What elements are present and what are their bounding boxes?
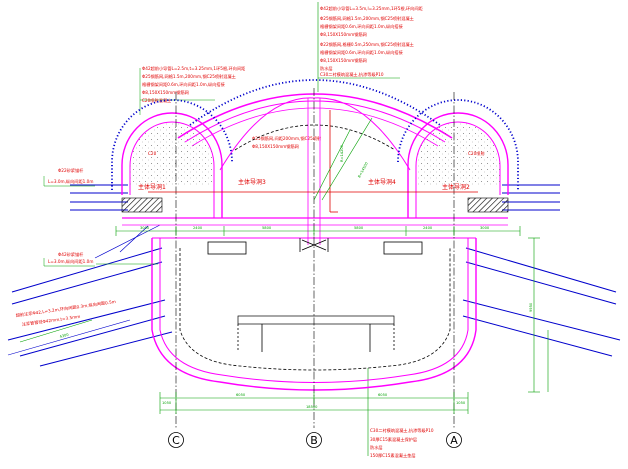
inner-structure [179,124,451,371]
pilot-2-label: 主体导洞2 [442,183,470,191]
note-left-bolts: 超前注浆Φ42,L=3.2m,环向间距0.3m,纵向间距0.5m 注浆管管径Φ4… [15,298,116,328]
note-line: C20喷射混凝土 [142,97,171,104]
dim-value: 9950 [529,302,533,312]
note-line: Φ25钢筋网,网格1.5m,200mm,钢C25喷射混凝土 [142,73,236,80]
axis-label-c: C [172,434,180,447]
note-line: Φ22砂浆锚杆 [58,167,84,174]
dimension-values: 3000 2400 5800 5800 2400 3000 6050 6050 … [59,226,533,409]
c20-fill: C20 C20喷射 [130,122,500,185]
note-line: 防水层 [320,65,333,72]
dim-value: 6050 [236,393,246,397]
note-line: Φ8,150X150mm钢筋网 [142,89,189,96]
dim-value: 3000 [480,226,490,230]
note-line: Φ22钢筋网,格栅0.5m,250mm,钢C25喷射混凝土 [320,41,414,48]
pilot-4-label: 主体导洞4 [368,178,396,186]
note-line: Φ25钢筋网,网格1.5m,200mm,钢C25喷射混凝土 [320,15,414,22]
note-line: Φ42砂浆锚杆 [58,251,84,258]
axis-label-a: A [450,434,458,447]
note-line: 格栅钢架间距0.6m,环向间距1.0m,纵向搭接 [320,49,404,56]
note-left-upper: Φ22砂浆锚杆 L=3.0m,纵向间距1.0m [43,167,95,187]
c20-label: C20 [148,151,157,156]
dim-value: 6050 [378,393,388,397]
dim-value: 4300 [59,332,70,339]
note-line: 150厚C15素混凝土垫层 [370,452,416,459]
note-top-left: Φ42超前小导管L=2.5m,t=3.25mm,1环5根,环向间距 Φ25钢筋网… [139,65,245,115]
note-line: Φ8,150X150mm钢筋网 [320,57,367,64]
note-line: 格栅钢架间距0.6m,环向间距1.0m,纵向搭接 [142,81,226,88]
note-line: C30二衬模筑混凝土,抗渗等级P10 [320,71,384,78]
note-line: Φ8,150X150mm钢筋网 [320,31,367,38]
axis-bubbles: C B A [168,432,462,448]
dim-value: 5800 [354,226,364,230]
dim-value: 2400 [193,226,203,230]
dim-value: 2400 [423,226,433,230]
radius-label: R=14500 [357,161,369,178]
note-line: L=3.0m,纵向间距1.0m [48,258,93,265]
note-line: 防水层 [370,444,383,451]
note-line: C30二衬模筑混凝土,抗渗等级P10 [370,427,434,434]
rock-bolts [7,184,621,367]
c20-label-right: C20喷射 [468,150,485,157]
note-left-lower: Φ42砂浆锚杆 L=3.0m,纵向间距1.0m [43,251,95,267]
note-line: Φ8,150X150mm钢筋网 [252,143,299,150]
dim-value: 1050 [456,401,466,405]
grout-zone [111,79,519,190]
note-line: 30厚C15素混凝土保护层 [370,436,417,443]
dim-value: 18500 [306,405,318,409]
dim-value: 5800 [262,226,272,230]
axis-lines [175,88,455,428]
note-top-right: Φ42超前小导管L=3.5m,l=3.25mm,1环5根,环向间距 Φ25钢筋网… [317,2,423,92]
note-bottom-center: C30二衬模筑混凝土,抗渗等级P10 30厚C15素混凝土保护层 防水层 150… [367,368,434,459]
note-line: Φ25钢筋网,间距200mm,钢C25喷射 [252,135,321,142]
pilot-tunnel-annotations: 主体导洞1 主体导洞3 主体导洞4 主体导洞2 [138,110,478,213]
note-line: L=3.0m,纵向间距1.0m [48,178,93,185]
note-middle: Φ25钢筋网,间距200mm,钢C25喷射 Φ8,150X150mm钢筋网 [252,135,321,150]
note-line: Φ42超前小导管L=3.5m,l=3.25mm,1环5根,环向间距 [320,5,423,12]
note-line: Φ42超前小导管L=2.5m,t=3.25mm,1环5根,环向间距 [142,65,245,72]
pilot-3-label: 主体导洞3 [238,178,266,186]
pilot-1-label: 主体导洞1 [138,183,166,191]
axis-label-b: B [310,434,318,447]
radius-label: R=14200 [340,144,344,162]
hatched-footings [121,197,509,213]
note-line: 格栅钢架间距0.6m,环向间距1.0m,纵向搭接 [320,23,404,30]
dim-value: 1050 [162,401,172,405]
dim-value: 3000 [140,226,150,230]
dimension-lines [19,226,549,414]
radius-indicators: R=14200 R=14500 [313,117,373,201]
